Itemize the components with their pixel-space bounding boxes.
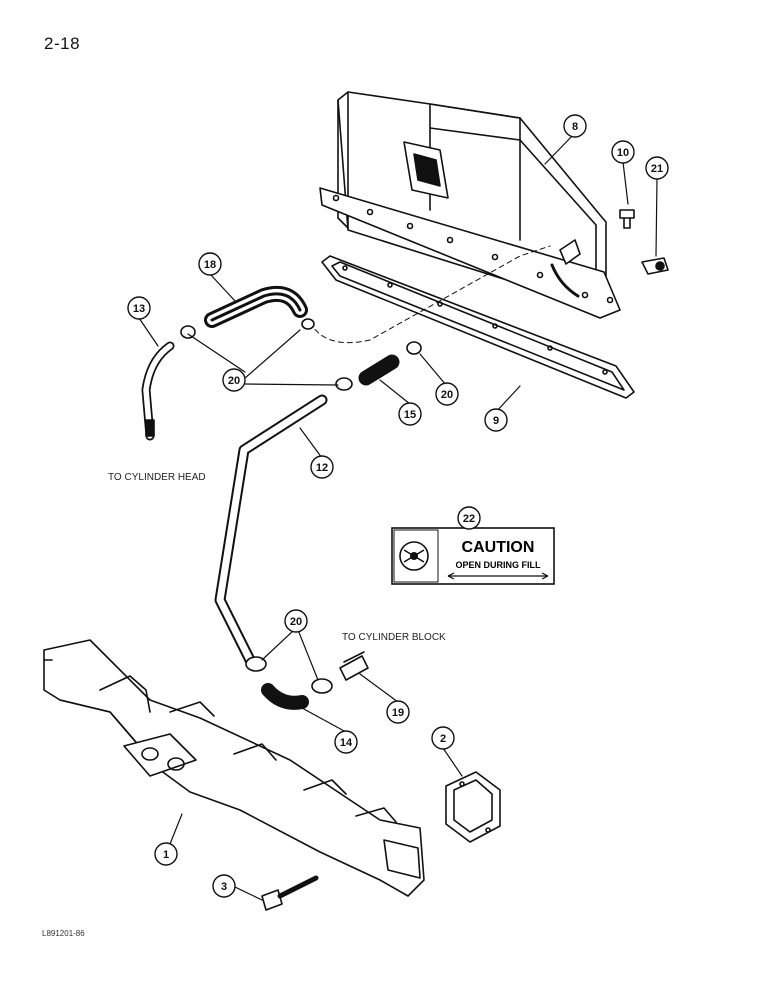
callout-9: 9: [493, 415, 499, 427]
elbow-hose-part-14: [261, 683, 309, 710]
caution-subtitle: OPEN DURING FILL: [456, 560, 542, 570]
caution-decal: CAUTION OPEN DURING FILL: [391, 527, 555, 585]
small-gasket-part: [445, 771, 501, 843]
hose-part-15: [358, 354, 400, 386]
to-cylinder-head-label: TO CYLINDER HEAD: [108, 472, 206, 483]
gasket-part: [321, 255, 635, 399]
callout-21: 21: [651, 163, 663, 175]
bolt-part-3: [261, 875, 319, 911]
callout-10: 10: [617, 147, 629, 159]
bolt-part-10: [619, 209, 635, 229]
callout-20-lower: 20: [290, 616, 302, 628]
callout-8: 8: [572, 121, 578, 133]
callout-14: 14: [340, 737, 353, 749]
manifold-part: [43, 639, 425, 897]
fitting-part-19: [339, 651, 369, 681]
callout-1: 1: [163, 849, 169, 861]
callout-13: 13: [133, 303, 145, 315]
callout-19: 19: [392, 707, 404, 719]
elbow-hose-part-18: [204, 285, 308, 328]
caution-title: CAUTION: [462, 539, 535, 556]
callout-15: 15: [404, 409, 416, 421]
page-number: 2-18: [44, 34, 81, 53]
valve-part-21: [641, 257, 669, 275]
callout-12: 12: [316, 462, 328, 474]
callout-20-upper: 20: [228, 375, 240, 387]
clamp-parts-20: [180, 318, 422, 694]
figure-code: L891201-86: [42, 929, 85, 938]
tube-part-13: [141, 341, 175, 441]
callout-20-right: 20: [441, 389, 453, 401]
expansion-tank-part: [319, 91, 621, 319]
tube-part-12: [214, 394, 328, 666]
callout-3: 3: [221, 881, 227, 893]
callout-18: 18: [204, 259, 216, 271]
callout-22: 22: [463, 513, 475, 525]
callout-2: 2: [440, 733, 446, 745]
to-cylinder-block-label: TO CYLINDER BLOCK: [342, 632, 446, 643]
